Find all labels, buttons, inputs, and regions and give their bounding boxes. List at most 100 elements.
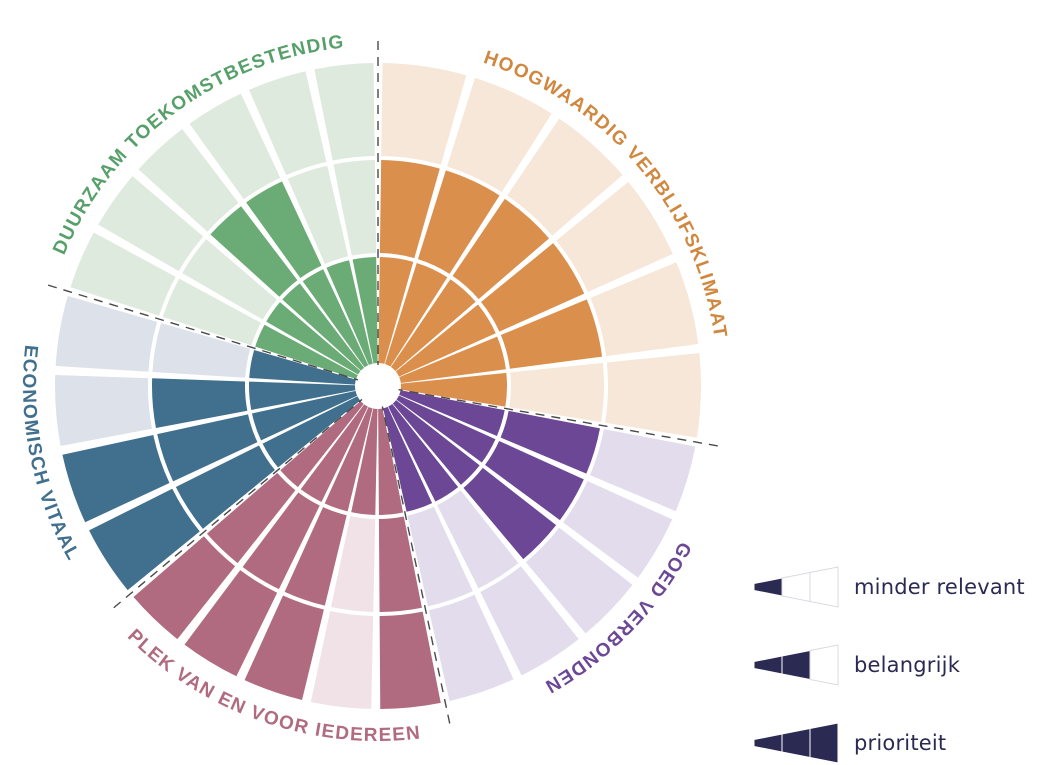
wedge-s0-w2-r0[interactable] (390, 279, 476, 371)
sector-divider-2 (377, 385, 451, 726)
wedge-s4-w2-r2[interactable] (138, 129, 239, 232)
wedge-s4-w3-r2[interactable] (189, 93, 281, 200)
legend-label-0: minder relevant (854, 575, 1025, 599)
legend-segment-0-0 (753, 577, 783, 597)
sector-2[interactable] (133, 401, 441, 709)
wedge-s3-w0-r2[interactable] (89, 488, 200, 591)
wedge-s0-w3-r0[interactable] (395, 304, 496, 377)
wedge-s4-w2-r0[interactable] (282, 283, 365, 371)
wedge-s0-w5-r0[interactable] (400, 372, 507, 407)
wedge-s3-w2-r2[interactable] (55, 375, 152, 446)
wedge-s4-w0-r2[interactable] (70, 232, 176, 316)
wedge-s1-w1-r2[interactable] (563, 481, 673, 578)
wedge-s3-w0-r1[interactable] (175, 445, 275, 529)
legend-segment-1-1 (781, 649, 811, 681)
sector-3[interactable] (55, 295, 361, 591)
wedge-s1-w1-r0[interactable] (396, 395, 496, 463)
wedge-s1-w0-r2[interactable] (590, 429, 696, 512)
wedge-s2-w4-r1[interactable] (206, 472, 296, 564)
wedge-s0-w0-r0[interactable] (378, 257, 414, 364)
wedge-s0-w4-r0[interactable] (399, 336, 506, 384)
wedge-s4-w1-r0[interactable] (266, 302, 361, 375)
wedge-s2-w1-r0[interactable] (351, 408, 378, 515)
wedge-s2-w1-r2[interactable] (310, 610, 374, 709)
wedge-s3-w0-r0[interactable] (262, 396, 361, 468)
wedge-s0-w3-r1[interactable] (481, 243, 585, 332)
legend-segment-1-0 (753, 655, 783, 675)
legend-marker-1 (753, 644, 839, 686)
wedge-s0-w1-r0[interactable] (384, 262, 448, 367)
wedge-s2-w3-r0[interactable] (300, 404, 368, 502)
wedge-s4-w1-r1[interactable] (182, 239, 277, 320)
wedge-s0-w5-r2[interactable] (605, 352, 701, 438)
sector-divider-3 (111, 385, 379, 610)
wedge-s3-w3-r2[interactable] (55, 295, 158, 372)
wedge-s0-w1-r1[interactable] (417, 170, 500, 274)
wedge-s2-w1-r1[interactable] (331, 516, 376, 612)
wedge-s2-w3-r2[interactable] (184, 570, 278, 677)
wedge-s1-w0-r0[interactable] (399, 390, 505, 436)
wedge-s3-w2-r0[interactable] (249, 381, 356, 410)
wedge-s0-w4-r2[interactable] (590, 262, 699, 357)
legend-item-2[interactable]: prioriteit (748, 721, 1048, 765)
wedge-s1-w4-r1[interactable] (407, 506, 473, 607)
wedge-s1-w3-r0[interactable] (388, 404, 459, 502)
wedge-s1-w3-r2[interactable] (480, 566, 579, 676)
wedge-s0-w0-r1[interactable] (379, 160, 440, 259)
sector-4[interactable] (70, 63, 378, 379)
wedge-s2-w0-r1[interactable] (378, 516, 422, 612)
wedge-s4-w3-r0[interactable] (302, 269, 369, 368)
wedge-s4-w5-r1[interactable] (333, 160, 377, 256)
wedge-s2-w0-r2[interactable] (379, 611, 441, 709)
wedge-s4-w1-r2[interactable] (98, 176, 204, 272)
wedge-s1-w2-r0[interactable] (392, 400, 480, 485)
wedge-s4-w0-r1[interactable] (162, 278, 261, 346)
wedge-s0-w1-r2[interactable] (447, 77, 552, 193)
wedge-s4-w4-r0[interactable] (326, 260, 373, 365)
wedge-s0-w5-r1[interactable] (509, 362, 604, 423)
legend-item-1[interactable]: belangrijk (748, 643, 1048, 687)
wedge-s1-w4-r0[interactable] (383, 406, 433, 512)
wedge-s1-w2-r2[interactable] (525, 527, 633, 634)
sector-divider-1 (377, 385, 720, 447)
wedge-s1-w3-r1[interactable] (437, 490, 519, 589)
wedge-s4-w0-r0[interactable] (255, 324, 358, 379)
wedge-s4-w3-r1[interactable] (246, 181, 322, 278)
legend: minder relevant belangrijk prioriteit (748, 565, 1048, 765)
wedge-s2-w2-r2[interactable] (244, 595, 324, 700)
wedge-s3-w3-r0[interactable] (249, 350, 356, 385)
legend-segment-0-1 (781, 571, 811, 603)
wedge-s0-w2-r2[interactable] (507, 118, 623, 236)
wedge-s3-w1-r1[interactable] (157, 414, 258, 482)
wedge-s2-w4-r0[interactable] (280, 401, 364, 488)
legend-marker-0 (753, 566, 839, 608)
wedge-s4-w2-r1[interactable] (210, 206, 298, 297)
sector-1[interactable] (383, 390, 696, 701)
wedge-s0-w3-r2[interactable] (556, 181, 673, 292)
sector-0[interactable] (378, 63, 701, 438)
divider-group (45, 39, 720, 726)
wedge-s3-w1-r2[interactable] (62, 434, 170, 523)
wedge-s2-w3-r1[interactable] (242, 492, 320, 590)
wedge-s4-w5-r2[interactable] (314, 63, 375, 161)
wedge-s3-w3-r1[interactable] (152, 322, 251, 378)
wedge-s1-w1-r1[interactable] (485, 440, 584, 521)
wedge-s1-w4-r2[interactable] (428, 594, 514, 701)
wedge-s0-w2-r1[interactable] (452, 198, 550, 300)
wedge-s1-w2-r1[interactable] (463, 467, 557, 560)
wedge-s2-w0-r0[interactable] (378, 408, 404, 515)
wedge-s0-w4-r1[interactable] (500, 299, 603, 369)
wedge-s4-w4-r1[interactable] (287, 165, 349, 265)
wedge-s0-w0-r2[interactable] (381, 63, 467, 165)
legend-item-0[interactable]: minder relevant (748, 565, 1048, 609)
legend-segment-2-0 (753, 733, 783, 753)
wedge-s4-w4-r2[interactable] (249, 71, 327, 176)
wedge-s1-w0-r1[interactable] (500, 410, 600, 474)
wedge-s2-w2-r1[interactable] (284, 507, 347, 606)
wedge-s3-w2-r1[interactable] (152, 378, 248, 428)
wedge-s2-w2-r0[interactable] (324, 406, 373, 512)
wedge-s4-w5-r0[interactable] (352, 257, 378, 364)
wedge-s2-w4-r2[interactable] (133, 536, 236, 640)
wedge-s3-w1-r0[interactable] (251, 390, 358, 441)
